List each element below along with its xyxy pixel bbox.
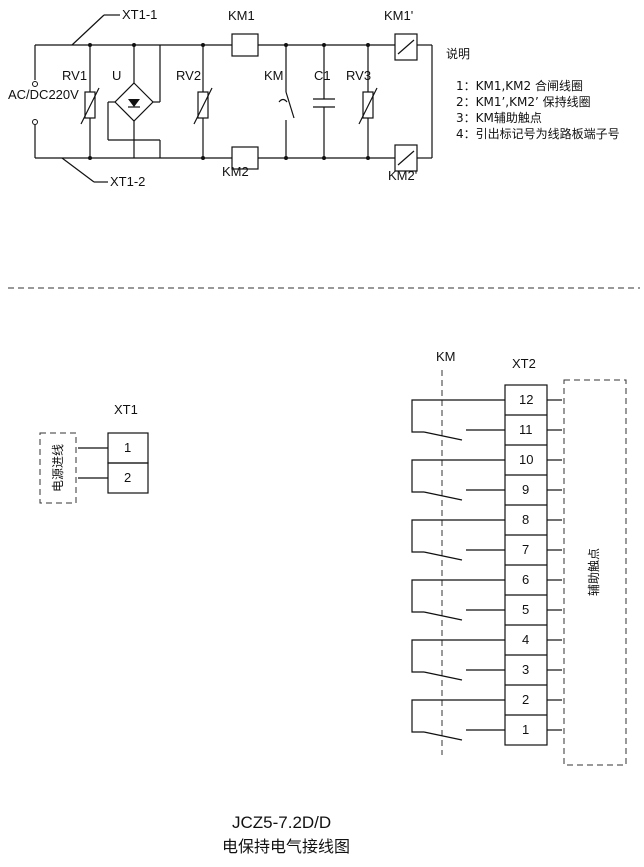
- xt2-terminal-10: 10: [519, 452, 533, 467]
- rv3-label: RV3: [346, 68, 371, 83]
- xt2-terminal-block: KM XT2 12 11 10 9 8 7 6 5 4 3 2 1: [411, 349, 627, 766]
- xt2-terminal-7: 7: [522, 542, 529, 557]
- xt2-terminal-6: 6: [522, 572, 529, 587]
- xt2-terminal-1: 1: [522, 722, 529, 737]
- xt2-terminal-2: 2: [522, 692, 529, 707]
- notes-block: 说明 1：KM1,KM2 合闸线圈 2：KM1’,KM2’ 保持线圈 3：KM辅…: [446, 46, 620, 141]
- xt2-label: XT2: [512, 356, 536, 371]
- note-4: 4：引出标记号为线路板端子号: [456, 126, 620, 141]
- xt2-terminal-5: 5: [522, 602, 529, 617]
- km2-label: KM2: [222, 164, 249, 179]
- xt1-terminal-2: 2: [124, 470, 131, 485]
- bridge-u-label: U: [112, 68, 121, 83]
- xt2-terminal-9: 9: [522, 482, 529, 497]
- xt1-terminal-block: XT1 1 2 电源进线: [39, 402, 149, 504]
- km-aux-label: KM: [436, 349, 456, 364]
- km-contact-label: KM: [264, 68, 284, 83]
- xt2-terminal-4: 4: [522, 632, 529, 647]
- supply-label: AC/DC220V: [8, 87, 79, 102]
- power-in-label: 电源进线: [51, 444, 65, 492]
- km1-hold-label: KM1': [384, 8, 413, 23]
- km2-hold-label: KM2': [388, 168, 417, 183]
- xt1-1-label: XT1-1: [122, 7, 157, 22]
- aux-contacts-label: 辅助触点: [587, 548, 601, 596]
- note-3: 3：KM辅助触点: [456, 111, 542, 125]
- notes-title: 说明: [446, 46, 470, 61]
- xt2-terminal-11: 11: [519, 422, 533, 437]
- xt1-terminal-1: 1: [124, 440, 131, 455]
- xt2-terminal-12: 12: [519, 392, 533, 407]
- note-2: 2：KM1’,KM2’ 保持线圈: [456, 94, 591, 109]
- xt2-terminal-8: 8: [522, 512, 529, 527]
- diagram-title: 电保持电气接线图: [222, 837, 350, 856]
- rv2-label: RV2: [176, 68, 201, 83]
- rv1-label: RV1: [62, 68, 87, 83]
- note-1: 1：KM1,KM2 合闸线圈: [456, 78, 583, 93]
- diagram-model: JCZ5-7.2D/D: [232, 813, 331, 832]
- xt1-2-label: XT1-2: [110, 174, 145, 189]
- xt2-terminal-3: 3: [522, 662, 529, 677]
- km1-label: KM1: [228, 8, 255, 23]
- c1-label: C1: [314, 68, 331, 83]
- control-schematic: AC/DC220V XT1-1 XT1-2 RV1 U: [8, 7, 433, 189]
- xt1-label: XT1: [114, 402, 138, 417]
